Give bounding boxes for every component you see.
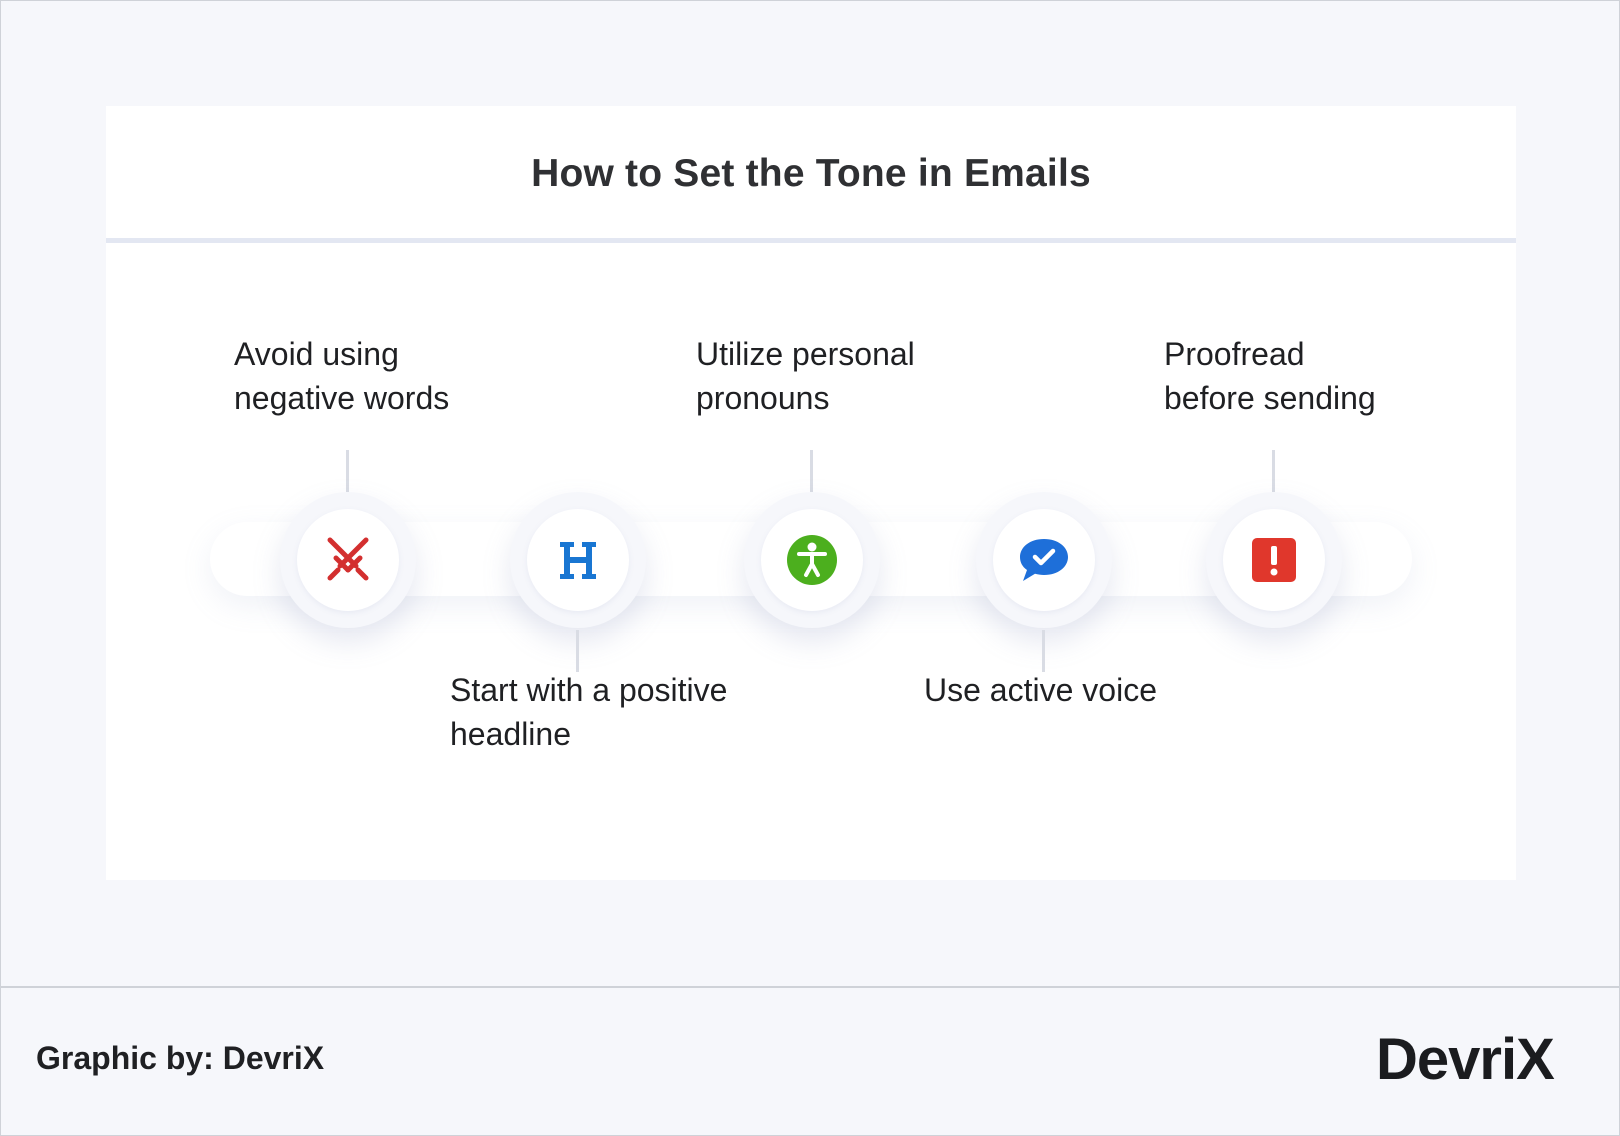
step-4-icon-badge [993, 509, 1095, 611]
step-4-connector [1042, 630, 1045, 672]
step-1-icon-badge [297, 509, 399, 611]
chat-check-icon [1020, 539, 1068, 581]
step-4-label: Use active voice [924, 672, 1157, 708]
title-divider [106, 238, 1516, 243]
accessibility-person-icon [787, 535, 837, 585]
step-1-node [280, 492, 416, 628]
step-2-connector [576, 630, 579, 672]
page-title: How to Set the Tone in Emails [531, 152, 1091, 195]
step-2-label: Start with a positive headline [450, 672, 728, 752]
footer-divider [0, 986, 1620, 988]
graphic-credit: Graphic by: DevriX [36, 1040, 325, 1076]
crossed-swords-icon [327, 537, 369, 581]
exclamation-icon [1252, 538, 1296, 582]
step-1-connector [346, 450, 349, 492]
step-1-label: Avoid using negative words [234, 336, 450, 416]
step-2-icon-badge [527, 509, 629, 611]
step-5-connector [1272, 450, 1275, 492]
heading-h-icon [560, 542, 596, 579]
infographic-card: How to Set the Tone in Emails Avoid usin… [106, 106, 1516, 880]
step-3-icon-badge [761, 509, 863, 611]
step-5-icon-badge [1223, 509, 1325, 611]
step-4-node [976, 492, 1112, 628]
step-5-node [1206, 492, 1342, 628]
step-2-node [510, 492, 646, 628]
step-3-connector [810, 450, 813, 492]
step-3-label: Utilize personal pronouns [696, 336, 915, 416]
footer [1, 988, 1619, 1135]
step-5-label: Proofread before sending [1164, 336, 1376, 416]
step-3-node [744, 492, 880, 628]
devrix-logo: DevriX [1376, 1018, 1586, 1102]
logo-wordmark: DevriX [1376, 1027, 1555, 1092]
